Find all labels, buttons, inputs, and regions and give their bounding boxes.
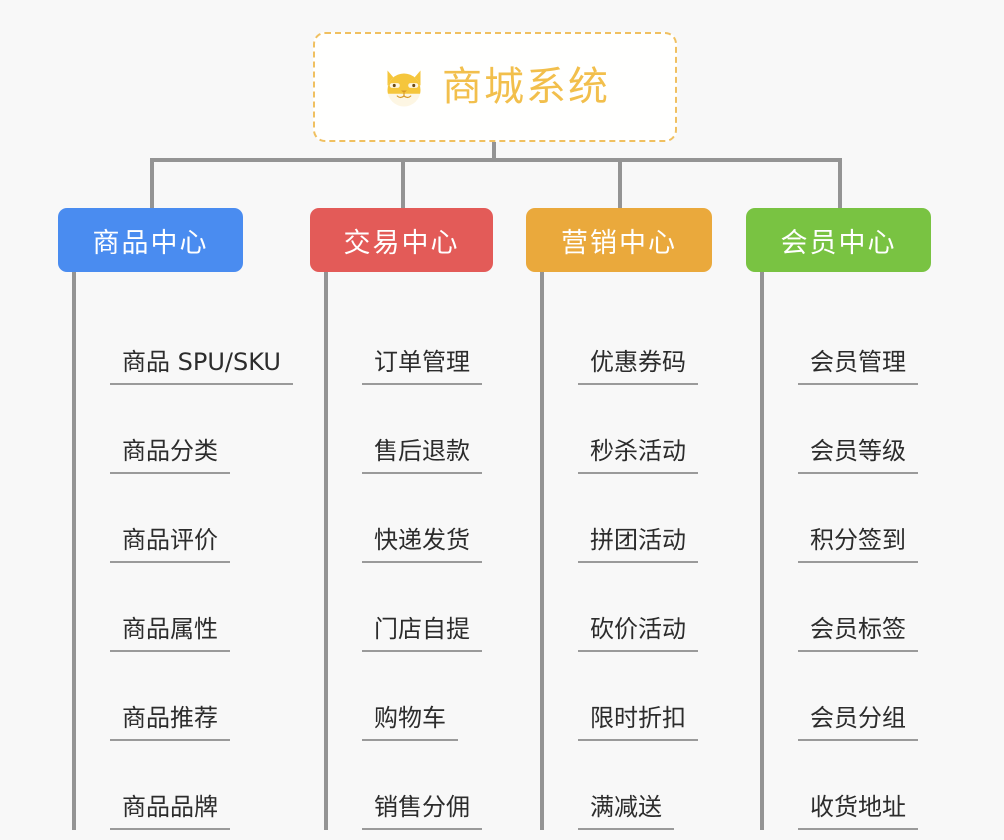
branch-head-label: 商品中心 xyxy=(92,227,209,259)
branch-drop-line-3 xyxy=(618,158,622,208)
leaf-label: 会员管理 xyxy=(798,349,918,385)
leaf-label: 优惠券码 xyxy=(578,349,698,385)
leaf-label: 拼团活动 xyxy=(578,527,698,563)
branch-head-button[interactable]: 会员中心 xyxy=(746,208,931,272)
branch-商品中心: 商品中心 商品 SPU/SKU 商品分类 商品评价 商品属性 商品推荐 商品品牌 xyxy=(58,208,293,830)
leaf-label: 快递发货 xyxy=(362,527,482,563)
branch-drop-line-2 xyxy=(401,158,405,208)
leaf-label: 会员分组 xyxy=(798,705,918,741)
leaf-label: 砍价活动 xyxy=(578,616,698,652)
leaf-label: 门店自提 xyxy=(362,616,482,652)
root-title: 商城系统 xyxy=(442,64,610,110)
branch-drop-line-4 xyxy=(838,158,842,208)
leaf-label: 商品分类 xyxy=(110,438,230,474)
list-item[interactable]: 积分签到 xyxy=(764,474,918,563)
branch-stub-line xyxy=(72,272,76,296)
list-item[interactable]: 会员等级 xyxy=(764,385,918,474)
list-item[interactable]: 拼团活动 xyxy=(544,474,698,563)
branch-head-button[interactable]: 交易中心 xyxy=(310,208,493,272)
shiba-dog-icon xyxy=(387,70,421,107)
branch-head-button[interactable]: 营销中心 xyxy=(526,208,712,272)
branch-营销中心: 营销中心 优惠券码 秒杀活动 拼团活动 砍价活动 限时折扣 满减送 xyxy=(526,208,712,830)
leaf-label: 订单管理 xyxy=(362,349,482,385)
list-item[interactable]: 商品 SPU/SKU xyxy=(76,296,293,385)
list-item[interactable]: 收货地址 xyxy=(764,741,918,830)
list-item[interactable]: 商品品牌 xyxy=(76,741,293,830)
leaf-list: 优惠券码 秒杀活动 拼团活动 砍价活动 限时折扣 满减送 xyxy=(540,296,698,830)
leaf-list: 商品 SPU/SKU 商品分类 商品评价 商品属性 商品推荐 商品品牌 xyxy=(72,296,293,830)
list-item[interactable]: 会员管理 xyxy=(764,296,918,385)
list-item[interactable]: 商品分类 xyxy=(76,385,293,474)
branch-stub-line xyxy=(760,272,764,296)
list-item[interactable]: 商品推荐 xyxy=(76,652,293,741)
root-node[interactable]: 商城系统 xyxy=(313,32,677,142)
list-item[interactable]: 会员标签 xyxy=(764,563,918,652)
branch-会员中心: 会员中心 会员管理 会员等级 积分签到 会员标签 会员分组 收货地址 xyxy=(746,208,931,830)
leaf-label: 商品推荐 xyxy=(110,705,230,741)
leaf-label: 销售分佣 xyxy=(362,794,482,830)
list-item[interactable]: 优惠券码 xyxy=(544,296,698,385)
list-item[interactable]: 购物车 xyxy=(328,652,482,741)
leaf-label: 售后退款 xyxy=(362,438,482,474)
leaf-list: 订单管理 售后退款 快递发货 门店自提 购物车 销售分佣 xyxy=(324,296,482,830)
root-drop-line xyxy=(492,142,496,162)
list-item[interactable]: 门店自提 xyxy=(328,563,482,652)
leaf-label: 商品属性 xyxy=(110,616,230,652)
leaf-label: 商品品牌 xyxy=(110,794,230,830)
list-item[interactable]: 售后退款 xyxy=(328,385,482,474)
branch-stub-line xyxy=(324,272,328,296)
list-item[interactable]: 会员分组 xyxy=(764,652,918,741)
leaf-label: 秒杀活动 xyxy=(578,438,698,474)
list-item[interactable]: 商品评价 xyxy=(76,474,293,563)
leaf-label: 满减送 xyxy=(578,794,674,830)
branch-head-label: 交易中心 xyxy=(343,227,460,259)
branch-bus-line xyxy=(150,158,842,162)
branch-head-button[interactable]: 商品中心 xyxy=(58,208,243,272)
list-item[interactable]: 商品属性 xyxy=(76,563,293,652)
list-item[interactable]: 销售分佣 xyxy=(328,741,482,830)
branch-head-label: 营销中心 xyxy=(561,227,677,259)
branch-交易中心: 交易中心 订单管理 售后退款 快递发货 门店自提 购物车 销售分佣 xyxy=(310,208,493,830)
leaf-list: 会员管理 会员等级 积分签到 会员标签 会员分组 收货地址 xyxy=(760,296,918,830)
leaf-label: 会员等级 xyxy=(798,438,918,474)
list-item[interactable]: 订单管理 xyxy=(328,296,482,385)
list-item[interactable]: 秒杀活动 xyxy=(544,385,698,474)
leaf-label: 收货地址 xyxy=(798,794,918,830)
leaf-label: 商品评价 xyxy=(110,527,230,563)
leaf-label: 会员标签 xyxy=(798,616,918,652)
list-item[interactable]: 快递发货 xyxy=(328,474,482,563)
list-item[interactable]: 满减送 xyxy=(544,741,698,830)
list-item[interactable]: 砍价活动 xyxy=(544,563,698,652)
leaf-label: 商品 SPU/SKU xyxy=(110,349,293,385)
branch-stub-line xyxy=(540,272,544,296)
leaf-label: 积分签到 xyxy=(798,527,918,563)
leaf-label: 购物车 xyxy=(362,705,458,741)
list-item[interactable]: 限时折扣 xyxy=(544,652,698,741)
branch-head-label: 会员中心 xyxy=(780,227,897,259)
leaf-label: 限时折扣 xyxy=(578,705,698,741)
branch-drop-line-1 xyxy=(150,158,154,208)
